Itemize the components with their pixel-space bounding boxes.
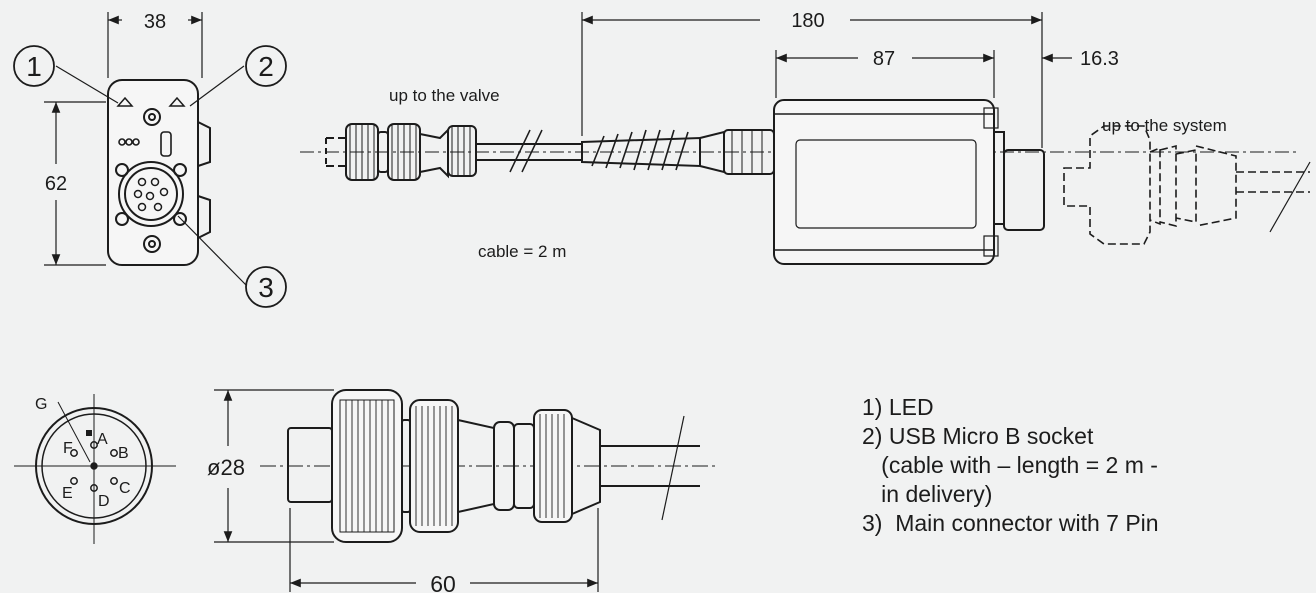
dimension-housing-length: 87: [873, 48, 895, 70]
dimension-top-height: 62: [45, 173, 67, 195]
callout-2-label: 2: [258, 51, 274, 82]
pin-g-label: G: [35, 396, 47, 413]
legend-item-main-connector: 3) Main connector with 7 Pin: [862, 510, 1159, 536]
dimension-plug-diameter: ø28: [207, 455, 245, 480]
side-view-cable-assembly: [300, 99, 1311, 265]
callout-1-label: 1: [26, 51, 42, 82]
pin-layout-view: [14, 394, 176, 544]
front-view: [107, 79, 211, 266]
legend-item-usb-cable-note: (cable with – length = 2 m -: [862, 452, 1158, 478]
callout-2: 2: [245, 45, 287, 87]
legend: 1) LED 2) USB Micro B socket (cable with…: [862, 393, 1282, 538]
legend-item-led: 1) LED: [862, 394, 934, 420]
pin-b-label: B: [118, 445, 129, 462]
dimension-plug-length: 60: [430, 571, 456, 593]
dimension-overall-length: 180: [791, 10, 824, 32]
label-up-to-system: up to the system: [1102, 116, 1227, 135]
legend-item-usb-socket: 2) USB Micro B socket: [862, 423, 1094, 449]
pin-a-label: A: [97, 431, 108, 448]
pin-f-label: F: [63, 440, 73, 457]
label-cable-length: cable = 2 m: [478, 242, 566, 261]
dimension-top-width: 38: [144, 11, 166, 33]
plug-side-view: [260, 389, 716, 543]
callout-3-label: 3: [258, 272, 274, 303]
callout-3: 3: [245, 266, 287, 308]
plug-dimension-lines: [214, 389, 599, 592]
pin-d-label: D: [98, 493, 110, 510]
front-view-dimension-lines: [44, 12, 247, 286]
callout-1: 1: [13, 45, 55, 87]
legend-item-usb-delivery-note: in delivery): [862, 481, 993, 507]
pin-c-label: C: [119, 480, 131, 497]
label-up-to-valve: up to the valve: [389, 86, 500, 105]
dimension-socket-length: 16.3: [1080, 48, 1119, 70]
pin-e-label: E: [62, 485, 73, 502]
side-view-dimension-lines: [581, 12, 1072, 148]
